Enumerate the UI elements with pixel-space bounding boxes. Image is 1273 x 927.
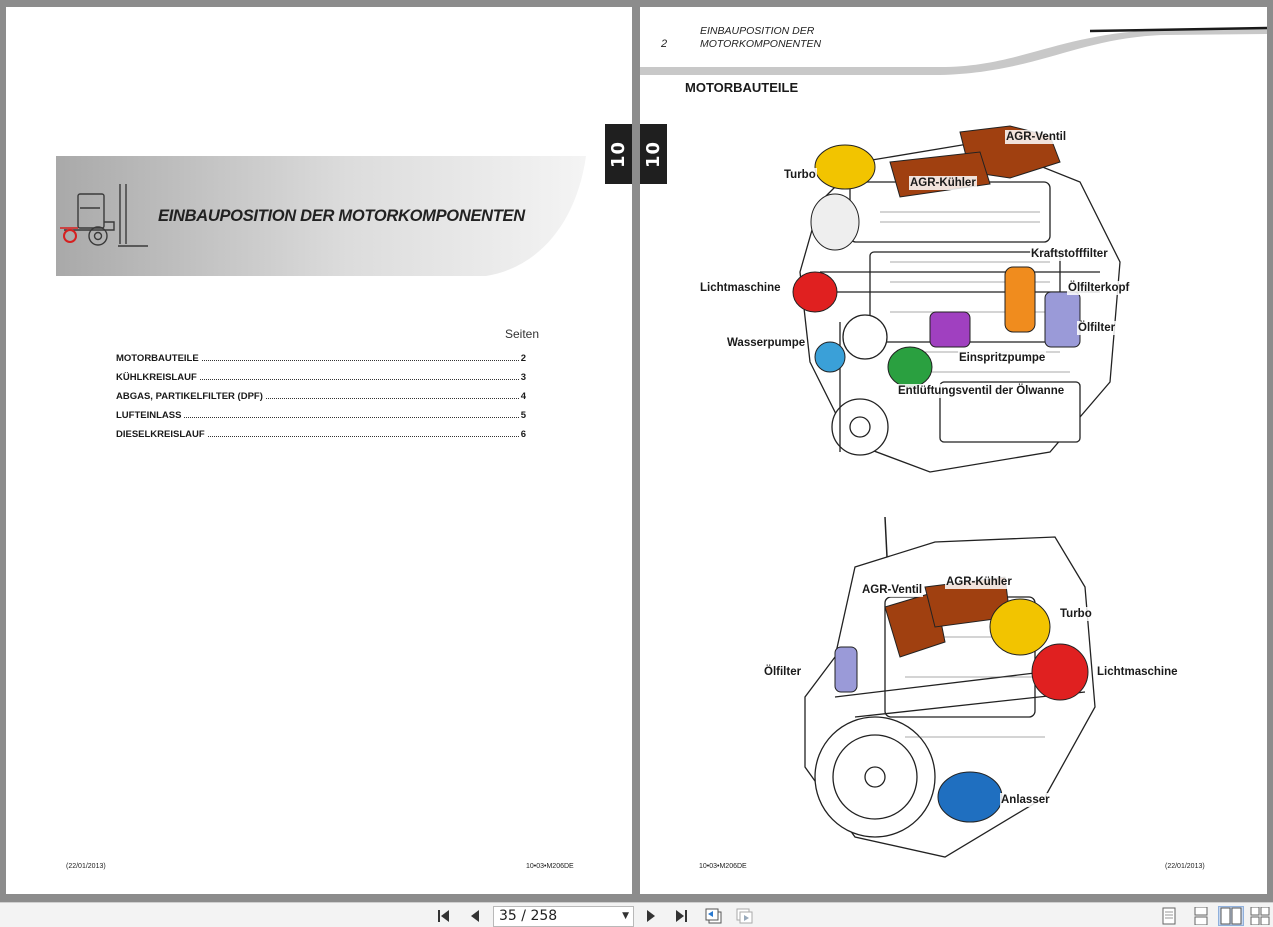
toc-row[interactable]: KÜHLKREISLAUF 3 — [116, 372, 526, 391]
label-agr-ventil-bottom: AGR-Ventil — [861, 583, 924, 597]
toc-row[interactable]: MOTORBAUTEILE 2 — [116, 353, 526, 372]
footer-code: 10•03•M206DE — [699, 863, 747, 870]
chapter-tab: 10 — [605, 124, 632, 184]
last-page-button[interactable] — [670, 906, 692, 926]
label-anlasser-bottom: Anlasser — [1000, 793, 1051, 807]
title-banner: EINBAUPOSITION DER MOTORKOMPONENTEN — [56, 156, 586, 276]
label-agr-ventil-top: AGR-Ventil — [1005, 130, 1068, 144]
single-page-view-icon — [1162, 907, 1176, 925]
footer-date: (22/01/2013) — [66, 863, 106, 870]
forklift-icon — [60, 184, 148, 247]
label-kraftstofffilter-top: Kraftstofffilter — [1030, 247, 1109, 261]
toc-leader — [207, 436, 519, 437]
right-page: 2 EINBAUPOSITION DER MOTORKOMPONENTEN 10… — [640, 7, 1267, 894]
chapter-tab-number: 10 — [608, 140, 629, 168]
label-agr-kuehler-top: AGR-Kühler — [909, 176, 977, 190]
toc-row[interactable]: LUFTEINLASS 5 — [116, 410, 526, 429]
label-agr-kuehler-bottom: AGR-Kühler — [945, 575, 1013, 589]
toc-leader — [265, 398, 519, 399]
engine-illustration-bottom — [804, 516, 1096, 858]
two-page-view-icon — [1220, 907, 1242, 925]
first-page-icon — [438, 910, 449, 922]
header-title: EINBAUPOSITION DER MOTORKOMPONENTEN — [700, 25, 900, 51]
first-page-button[interactable] — [434, 906, 456, 926]
toc-label: ABGAS, PARTIKELFILTER (DPF) — [116, 391, 263, 402]
toc-row[interactable]: DIESELKREISLAUF 6 — [116, 429, 526, 448]
navigation-toolbar: 35 / 258 ▼ — [0, 902, 1273, 927]
next-view-button[interactable] — [734, 906, 756, 926]
header-page-number: 2 — [661, 38, 668, 50]
chapter-tab-number: 10 — [643, 140, 664, 168]
label-oelfilter-bottom: Ölfilter — [763, 665, 803, 679]
next-view-icon — [736, 908, 753, 924]
toc-label: DIESELKREISLAUF — [116, 429, 205, 440]
label-lichtmaschine-bottom: Lichtmaschine — [1096, 665, 1179, 679]
prev-page-icon — [471, 910, 479, 922]
two-page-view-button[interactable] — [1218, 906, 1244, 926]
continuous-view-button[interactable] — [1188, 906, 1214, 926]
toc-label: LUFTEINLASS — [116, 410, 182, 421]
seiten-label: Seiten — [505, 327, 540, 341]
header-title-line1: EINBAUPOSITION DER — [700, 25, 815, 37]
header-swoosh — [640, 26, 1267, 75]
continuous-view-icon — [1194, 907, 1208, 925]
section-title: MOTORBAUTEILE — [685, 80, 799, 95]
prev-view-icon — [705, 908, 722, 924]
label-turbo-bottom: Turbo — [1059, 607, 1093, 621]
label-entlueftungsventil-top: Entlüftungsventil der Ölwanne — [897, 384, 1066, 398]
two-page-continuous-view-icon — [1250, 907, 1270, 925]
header-title-line2: MOTORKOMPONENTEN — [700, 38, 822, 50]
toc-page: 3 — [520, 372, 526, 383]
current-page: 35 — [499, 908, 517, 924]
toc-page: 2 — [520, 353, 526, 364]
label-lichtmaschine-top: Lichtmaschine — [699, 281, 782, 295]
chapter-tab: 10 — [640, 124, 667, 184]
dropdown-caret-icon[interactable]: ▼ — [622, 911, 629, 921]
label-einspritzpumpe-top: Einspritzpumpe — [958, 351, 1047, 365]
page-number-input[interactable]: 35 / 258 ▼ — [493, 906, 634, 927]
toc-label: KÜHLKREISLAUF — [116, 372, 197, 383]
label-oelfilter-top: Ölfilter — [1077, 321, 1117, 335]
table-of-contents: MOTORBAUTEILE 2 KÜHLKREISLAUF 3 ABGAS, PAR… — [116, 353, 526, 448]
toc-leader — [184, 417, 519, 418]
next-page-button[interactable] — [640, 906, 662, 926]
label-wasserpumpe-top: Wasserpumpe — [726, 336, 807, 350]
page-separator: / — [521, 908, 526, 924]
two-page-continuous-view-button[interactable] — [1249, 906, 1271, 926]
label-oelfilterkopf-top: Ölfilterkopf — [1067, 281, 1131, 295]
toc-page: 5 — [520, 410, 526, 421]
last-page-icon — [676, 910, 687, 922]
toc-label: MOTORBAUTEILE — [116, 353, 199, 364]
toc-leader — [201, 360, 519, 361]
toc-page: 4 — [520, 391, 526, 402]
banner-title: EINBAUPOSITION DER MOTORKOMPONENTEN — [158, 207, 525, 225]
total-pages: 258 — [530, 908, 558, 924]
footer-code: 10•03•M206DE — [526, 863, 574, 870]
footer-date: (22/01/2013) — [1165, 863, 1205, 870]
toc-row[interactable]: ABGAS, PARTIKELFILTER (DPF) 4 — [116, 391, 526, 410]
label-turbo-top: Turbo — [783, 168, 817, 182]
toc-leader — [199, 379, 519, 380]
previous-page-button[interactable] — [464, 906, 486, 926]
toc-page: 6 — [520, 429, 526, 440]
single-page-view-button[interactable] — [1156, 906, 1182, 926]
previous-view-button[interactable] — [703, 906, 725, 926]
banner-background — [56, 156, 586, 276]
next-page-icon — [647, 910, 655, 922]
left-page: 10 — [6, 7, 632, 894]
